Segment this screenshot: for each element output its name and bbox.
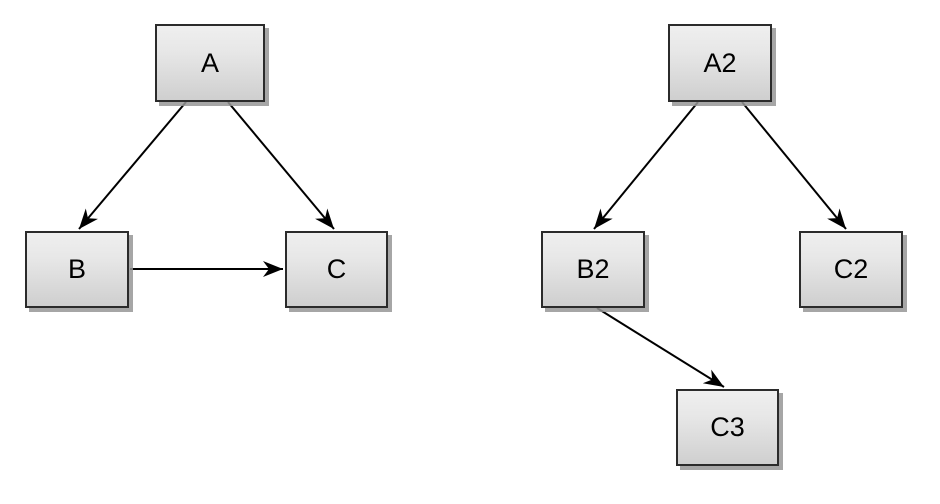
node-label: B bbox=[67, 254, 86, 284]
node-label: C2 bbox=[833, 254, 869, 284]
node-label: B2 bbox=[576, 254, 610, 284]
edge-a-c[interactable] bbox=[227, 101, 335, 230]
edges-group bbox=[78, 101, 847, 388]
node-a2[interactable]: A2 bbox=[668, 24, 772, 102]
edge-a-b[interactable] bbox=[78, 101, 187, 230]
node-b2[interactable]: B2 bbox=[541, 231, 645, 308]
node-label: A bbox=[200, 47, 219, 78]
edge-a2-b2[interactable] bbox=[593, 101, 699, 230]
node-label: A2 bbox=[703, 47, 737, 78]
node-b[interactable]: B bbox=[25, 231, 129, 308]
node-label: C3 bbox=[710, 412, 745, 442]
node-c3[interactable]: C3 bbox=[676, 389, 779, 466]
node-c2[interactable]: C2 bbox=[799, 231, 903, 308]
edge-a2-c2[interactable] bbox=[741, 101, 847, 230]
node-label: C bbox=[326, 254, 347, 284]
node-a[interactable]: A bbox=[155, 24, 265, 102]
edge-b2-c3[interactable] bbox=[596, 307, 725, 388]
node-c[interactable]: C bbox=[285, 231, 388, 308]
